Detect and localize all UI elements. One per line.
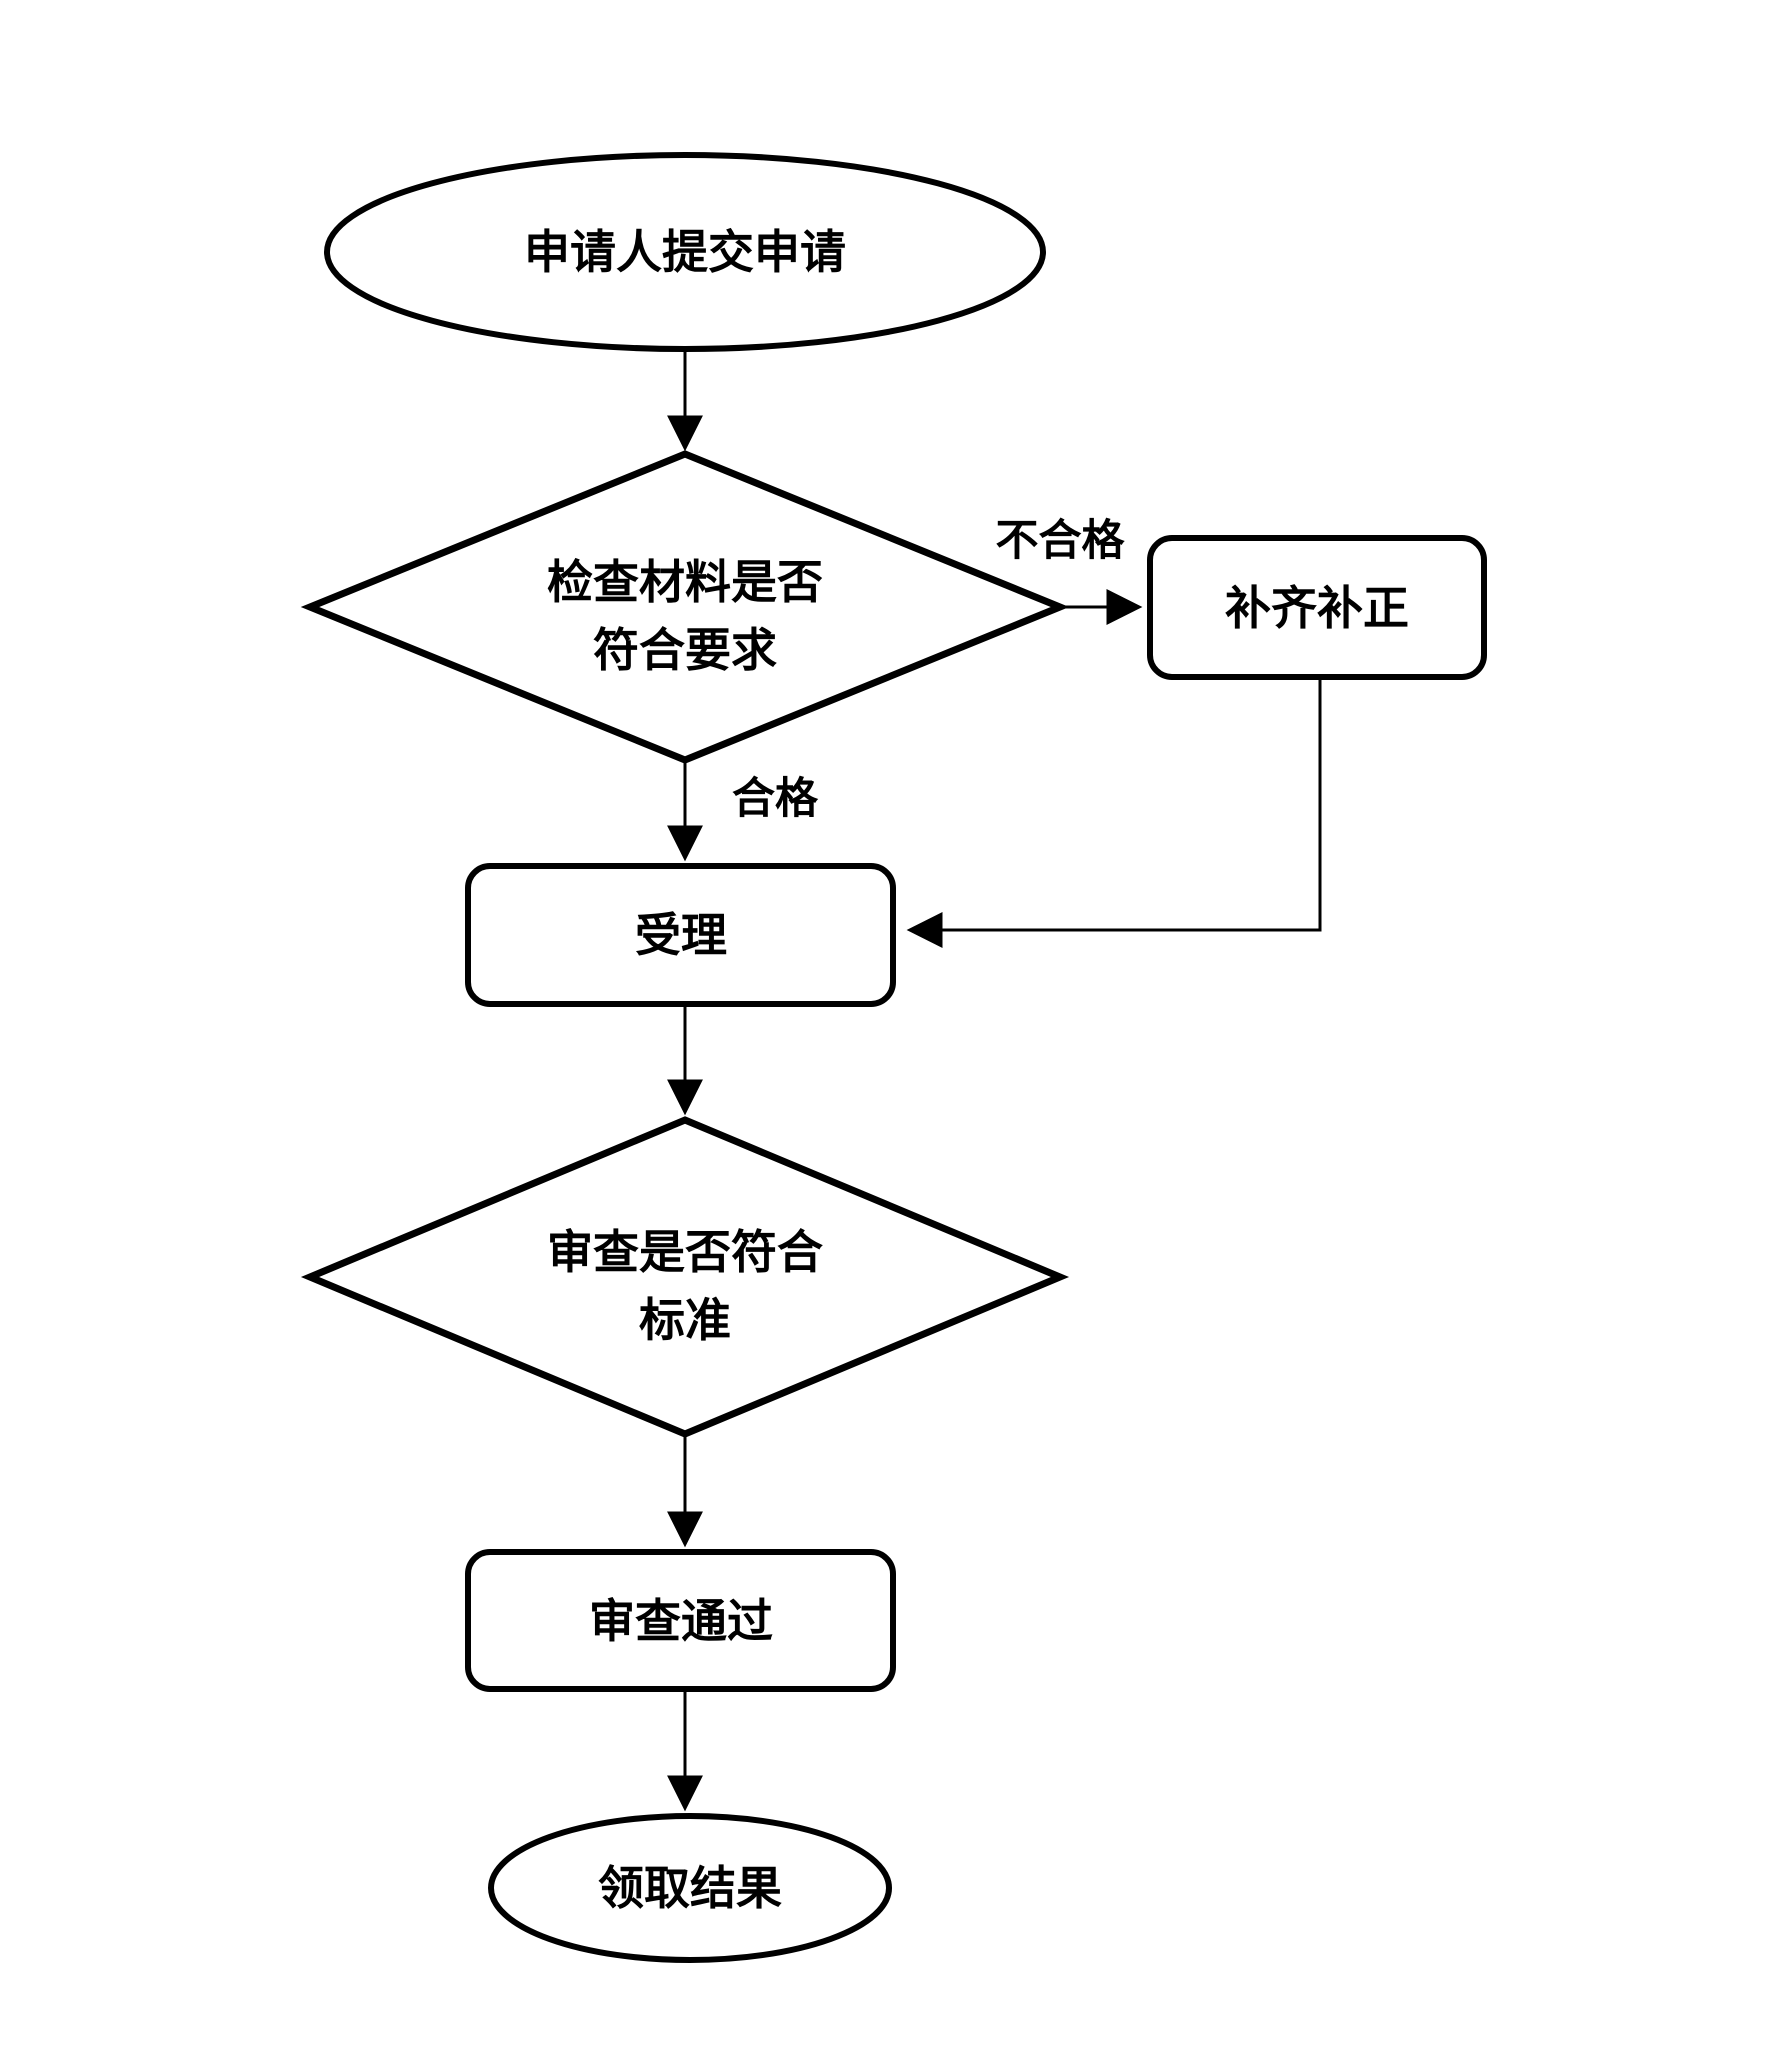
review-decision-diamond (300, 1116, 1070, 1438)
arrow-supplement-to-accept (906, 677, 1322, 948)
end-node-label: 领取结果 (598, 1863, 782, 1914)
end-node-ellipse (488, 1813, 892, 1963)
pass-process-label: 审查通过 (589, 1596, 773, 1647)
check-decision-diamond (300, 450, 1070, 764)
edge-label-qualified: 合格 (732, 775, 819, 823)
check-decision-label-line2: 符合要求 (593, 625, 777, 676)
review-decision-label-line1: 审查是否符合 (547, 1227, 823, 1278)
review-decision-label-line2: 标准 (639, 1295, 731, 1346)
start-node-ellipse (324, 152, 1046, 352)
pass-process-box (465, 1549, 896, 1692)
supplement-process-box (1147, 535, 1487, 680)
accept-process-label: 受理 (635, 910, 727, 961)
check-decision-label-line1: 检查材料是否 (547, 557, 823, 608)
supplement-process-label: 补齐补正 (1225, 583, 1409, 634)
accept-process-box (465, 863, 896, 1007)
edge-label-unqualified: 不合格 (996, 517, 1126, 565)
start-node-label: 申请人提交申请 (524, 227, 846, 278)
